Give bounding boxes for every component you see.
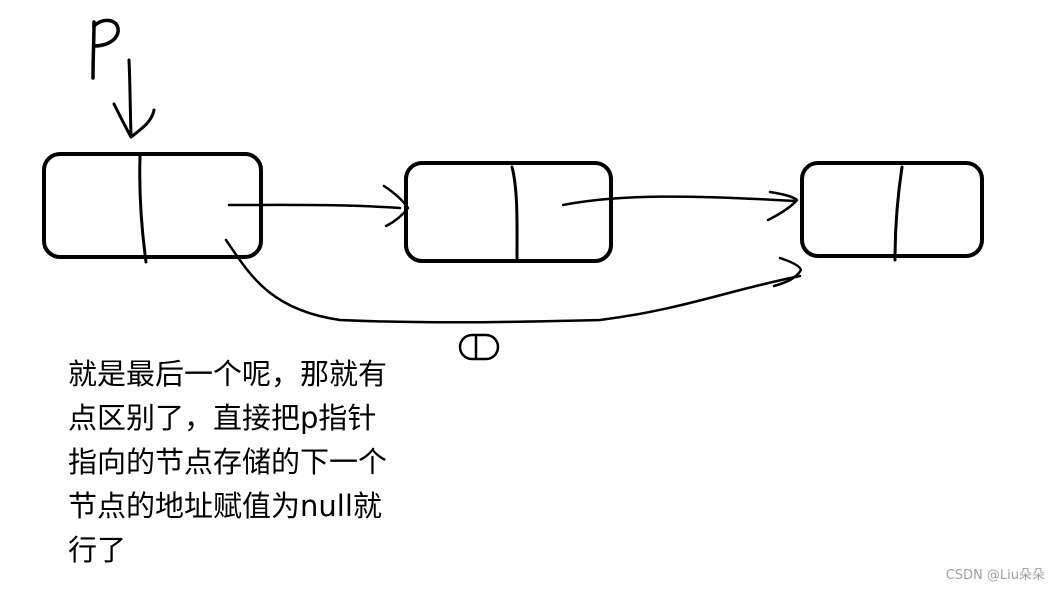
note-line-1: 就是最后一个呢，那就有 (68, 357, 388, 391)
watermark: CSDN @Liu朵朵 (945, 568, 1045, 583)
node-1-divider (138, 155, 148, 264)
list-node-3 (800, 161, 984, 262)
node-3-box (800, 161, 984, 258)
edge-node1-to-node3 (224, 238, 803, 324)
list-node-2 (404, 161, 613, 263)
note-line-5: 行了 (68, 533, 127, 567)
node-2-divider (510, 165, 519, 260)
node-2-box (404, 161, 613, 263)
note-line-3: 指向的节点存储的下一个 (68, 445, 388, 479)
edge-node1-to-node2 (227, 184, 410, 228)
node-3-divider (893, 165, 904, 262)
pointer-label-p (91, 18, 120, 80)
edge-label-circled-one (458, 333, 500, 361)
edge-node2-to-node3 (561, 190, 799, 222)
note-line-2: 点区别了，直接把p指针 (68, 401, 377, 435)
pointer-arrow (112, 58, 156, 139)
explanation-note: 就是最后一个呢，那就有 点区别了，直接把p指针 指向的节点存储的下一个 节点的地… (68, 352, 428, 572)
note-line-4: 节点的地址赋值为null就 (68, 489, 382, 523)
